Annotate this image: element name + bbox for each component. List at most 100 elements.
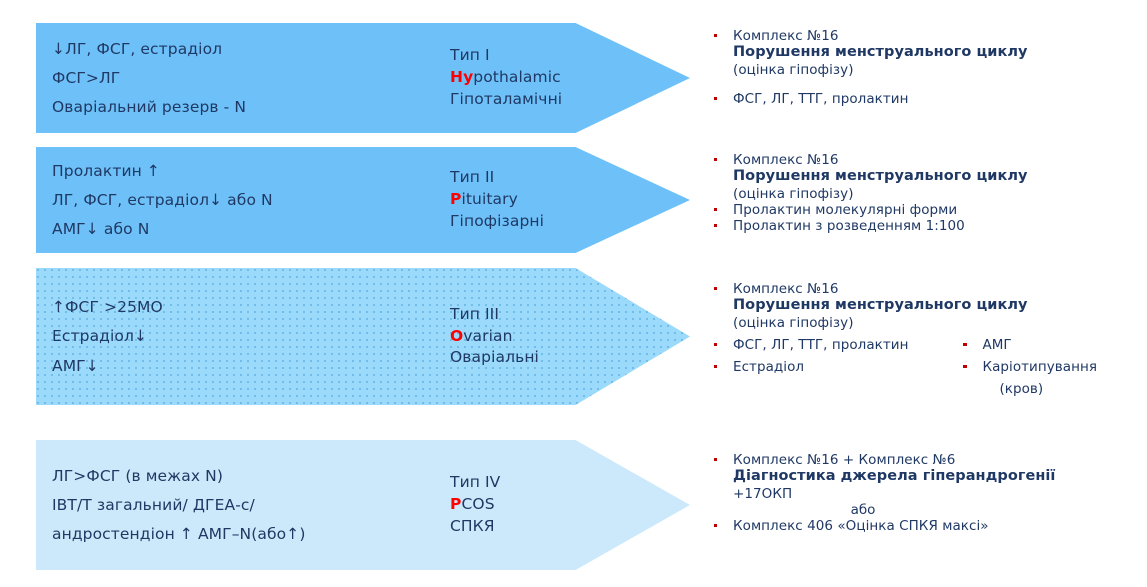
type-accent-letters: P [450,190,462,209]
type-name-ua: Оваріальні [450,348,539,367]
test-label: ФСГ, ЛГ, ТТГ, пролактин [733,90,909,107]
test-label: Комплекс №16 [733,152,839,168]
test-item-alternative: або [850,501,876,518]
test-item-title: Порушення менструального циклу [733,44,1028,61]
type-name-rest: COS [461,495,495,514]
test-label: Комплекс 406 «Оцінка СПКЯ максі» [733,517,989,534]
bullet-dot-icon [714,158,718,162]
test-item: Комплекс 406 «Оцінка СПКЯ максі» [708,518,1055,534]
bullet-dot-icon [714,207,718,211]
test-item: АМГ [957,337,1147,353]
arrow-shape [36,23,690,133]
bullet-dot-icon [963,364,967,369]
test-label: Естрадіол [733,358,805,375]
arrow-block-type-4: ЛГ>ФСГ (в межах N) IВТ/Т загальний/ ДГЕА… [36,440,690,570]
type-accent-letters: P [450,495,462,514]
test-item-title: Порушення менструального циклу [733,297,1028,314]
test-label: Пролактин з розведенням 1:100 [733,217,965,234]
test-item: ФСГ, ЛГ, ТТГ, пролактин [708,91,1028,107]
test-item: Каріотипування [957,359,1147,375]
type-name-ua: СПКЯ [450,516,495,535]
bullet-dot-icon [714,342,718,346]
criteria-line: IВТ/Т загальний/ ДГЕА-с/ [52,495,255,514]
bullet-dot-icon [714,287,718,291]
test-item-title: Порушення менструального циклу [733,168,1028,185]
criteria-line: ФСГ>ЛГ [52,68,121,87]
criteria-line: ↓ЛГ, ФСГ, естрадіол [52,39,223,58]
type-name-rest: ituitary [461,190,518,209]
bullet-dot-icon [714,364,718,369]
criteria-line: ↑ФСГ >25МО [52,298,163,317]
test-item-sub: (оцінка гіпофізу) [733,314,854,331]
arrow-block-type-2: Пролактин ↑ ЛГ, ФСГ, естрадіол↓ або N АМ… [36,147,690,253]
type-name-en: Hypothalamic [450,68,562,88]
test-item-title: Діагностика джерела гіперандрогенії [733,468,1056,485]
type-label-group-type-3: Тип III Ovarian Оваріальні [450,268,539,405]
test-item-sub: +17ОКП [733,485,793,502]
criteria-line: ЛГ>ФСГ (в межах N) [52,466,223,485]
tests-list-type-4: Комплекс №16 + Комплекс №6 Діагностика д… [708,452,1055,534]
criteria-line: Естрадіол↓ [52,327,148,346]
criteria-list-type-4: ЛГ>ФСГ (в межах N) IВТ/Т загальний/ ДГЕА… [52,440,452,570]
criteria-list-type-1: ↓ЛГ, ФСГ, естрадіол ФСГ>ЛГ Оваріальний р… [52,23,452,133]
tests-list-type-3: Комплекс №16 Порушення менструального ци… [708,281,1147,397]
arrow-shape [36,147,690,253]
bullet-dot-icon [714,458,718,462]
tests-list-type-1: Комплекс №16 Порушення менструального ци… [708,28,1028,107]
bullet-dot-icon [714,96,718,100]
bullet-dot-icon [963,342,967,346]
test-item: Комплекс №16 + Комплекс №6 [708,452,1055,468]
criteria-list-type-2: Пролактин ↑ ЛГ, ФСГ, естрадіол↓ або N АМ… [52,147,452,253]
tests-column-right: АМГ Каріотипування (кров) [957,337,1147,398]
test-label: Пролактин молекулярні форми [733,201,958,218]
type-name-rest: pothalamic [473,68,561,87]
test-label: Комплекс №16 [733,28,839,44]
test-label: Комплекс №16 + Комплекс №6 [733,452,956,468]
type-number: Тип IV [450,473,501,492]
test-item-sub: (оцінка гіпофізу) [733,61,854,78]
test-item-sub: (кров) [999,381,1044,398]
type-number: Тип III [450,304,500,323]
arrow-shape [36,268,690,405]
criteria-line: АМГ↓ або N [52,220,150,239]
criteria-line: Оваріальний резерв - N [52,98,247,117]
test-item: ФСГ, ЛГ, ТТГ, пролактин [708,337,957,353]
tests-two-column: ФСГ, ЛГ, ТТГ, пролактин Естрадіол АМГ Ка… [708,337,1147,398]
bullet-dot-icon [714,223,718,228]
test-label: ФСГ, ЛГ, ТТГ, пролактин [733,336,909,353]
bullet-dot-icon [714,34,718,38]
type-name-rest: varian [463,326,513,345]
test-item: Естрадіол [708,359,957,375]
tests-list-type-2: Комплекс №16 Порушення менструального ци… [708,152,1028,234]
arrow-block-type-1: ↓ЛГ, ФСГ, естрадіол ФСГ>ЛГ Оваріальний р… [36,23,690,133]
tests-column-left: ФСГ, ЛГ, ТТГ, пролактин Естрадіол [708,337,957,398]
test-label: Каріотипування [982,358,1098,375]
test-item-sub: (оцінка гіпофізу) [733,185,854,202]
test-item: Комплекс №16 [708,28,1028,44]
test-label: Комплекс №16 [733,281,839,297]
test-label: АМГ [982,336,1012,353]
arrow-shape [36,440,690,570]
type-label-group-type-4: Тип IV PCOS СПКЯ [450,440,500,570]
spacer [708,78,1028,91]
type-name-ua: Гіпофізарні [450,211,545,230]
criteria-line: ЛГ, ФСГ, естрадіол↓ або N [52,190,273,209]
type-label-group-type-2: Тип II Pituitary Гіпофізарні [450,147,544,253]
type-accent-letters: Hy [450,68,474,87]
test-item: Пролактин з розведенням 1:100 [708,218,1028,234]
type-name-en: Pituitary [450,190,544,210]
bullet-dot-icon [714,523,718,528]
test-item: Комплекс №16 [708,152,1028,168]
type-label-group-type-1: Тип I Hypothalamic Гіпоталамічні [450,23,562,133]
type-name-ua: Гіпоталамічні [450,89,563,108]
criteria-line: андростендіон ↑ АМГ–N(або↑) [52,525,306,544]
criteria-line: АМГ↓ [52,356,99,375]
criteria-list-type-3: ↑ФСГ >25МО Естрадіол↓ АМГ↓ [52,268,452,405]
criteria-line: Пролактин ↑ [52,161,160,180]
type-name-en: Ovarian [450,327,539,347]
type-number: Тип II [450,168,495,187]
type-number: Тип I [450,46,490,65]
test-item: Комплекс №16 [708,281,1147,297]
test-item: Пролактин молекулярні форми [708,202,1028,218]
type-name-en: PCOS [450,495,500,515]
